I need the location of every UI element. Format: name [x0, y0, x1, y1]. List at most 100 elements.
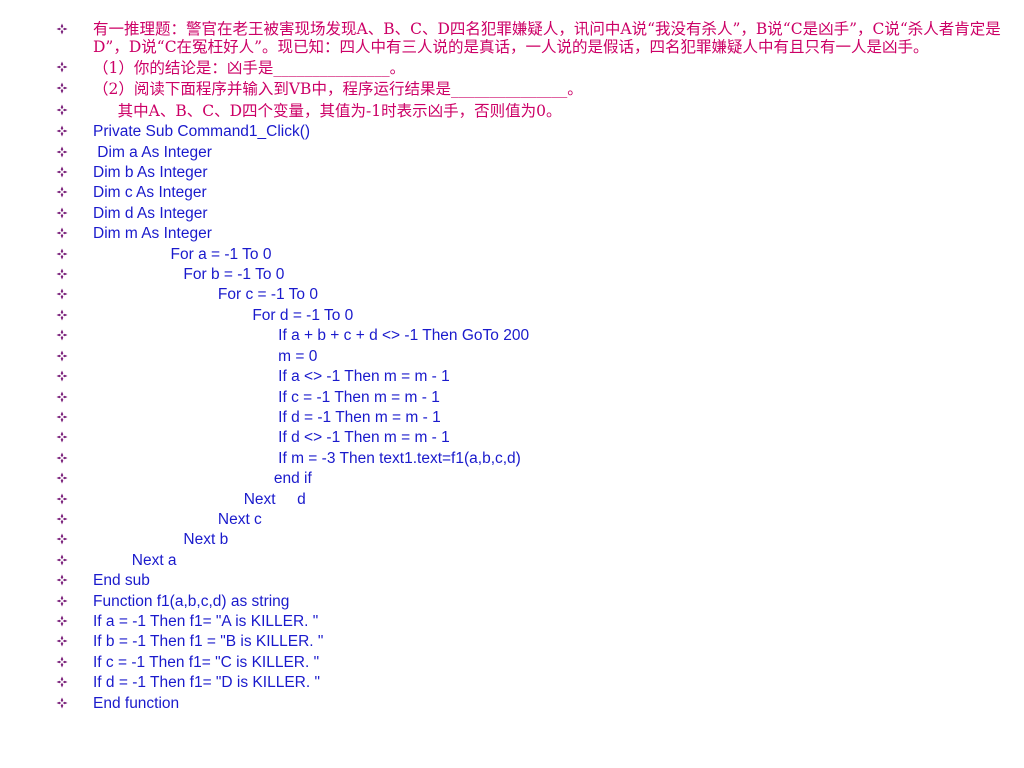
code-text: If m = -3 Then text1.text=f1(a,b,c,d) [93, 449, 521, 467]
code-line: If a = -1 Then f1= "A is KILLER. " [56, 612, 1006, 632]
diamond-four-petal-icon [56, 533, 68, 545]
code-text: If c = -1 Then m = m - 1 [93, 388, 440, 406]
code-text: End function [93, 694, 180, 712]
code-text: Dim b As Integer [93, 164, 208, 182]
diamond-four-petal-icon [56, 615, 68, 627]
code-text: Next b [93, 531, 229, 549]
diamond-four-petal-icon [56, 370, 68, 382]
code-text: Private Sub Command1_Click() [93, 123, 311, 141]
code-text: Next c [93, 510, 262, 528]
diamond-four-petal-icon [56, 554, 68, 566]
code-text: Dim c As Integer [93, 184, 207, 202]
question-text: （1）你的结论是：凶手是_______________。 [93, 59, 406, 77]
diamond-four-petal-icon [56, 146, 68, 158]
code-text: For b = -1 To 0 [93, 266, 285, 284]
code-text: For d = -1 To 0 [93, 306, 354, 324]
diamond-four-petal-icon [56, 268, 68, 280]
diamond-four-petal-icon [56, 431, 68, 443]
question-line: （2）阅读下面程序并输入到VB中，程序运行结果是_______________。 [56, 79, 1006, 100]
question-text: 有一推理题：警官在老王被害现场发现A、B、C、D四名犯罪嫌疑人，讯问中A说“我没… [93, 20, 1001, 56]
diamond-four-petal-icon [56, 125, 68, 137]
code-text: End sub [93, 572, 150, 590]
diamond-four-petal-icon [56, 82, 68, 94]
code-line: If c = -1 Then m = m - 1 [56, 388, 1006, 408]
question-line: 有一推理题：警官在老王被害现场发现A、B、C、D四名犯罪嫌疑人，讯问中A说“我没… [56, 20, 1006, 56]
bullet-list: 有一推理题：警官在老王被害现场发现A、B、C、D四名犯罪嫌疑人，讯问中A说“我没… [56, 20, 1006, 714]
code-line: Function f1(a,b,c,d) as string [56, 592, 1006, 612]
code-text: For c = -1 To 0 [93, 286, 318, 304]
code-line: For d = -1 To 0 [56, 306, 1006, 326]
code-text: Dim d As Integer [93, 204, 208, 222]
code-text: end if [93, 470, 312, 488]
diamond-four-petal-icon [56, 574, 68, 586]
code-line: End function [56, 694, 1006, 714]
diamond-four-petal-icon [56, 104, 68, 116]
diamond-four-petal-icon [56, 452, 68, 464]
code-line: Dim a As Integer [56, 143, 1006, 163]
code-text: If a = -1 Then f1= "A is KILLER. " [93, 612, 319, 630]
diamond-four-petal-icon [56, 227, 68, 239]
code-text: If c = -1 Then f1= "C is KILLER. " [93, 653, 320, 671]
diamond-four-petal-icon [56, 350, 68, 362]
code-line: Next a [56, 551, 1006, 571]
code-line: If c = -1 Then f1= "C is KILLER. " [56, 653, 1006, 673]
diamond-four-petal-icon [56, 676, 68, 688]
diamond-four-petal-icon [56, 493, 68, 505]
code-text: If d = -1 Then m = m - 1 [93, 408, 441, 426]
code-line: end if [56, 469, 1006, 489]
code-text: m = 0 [93, 347, 318, 365]
code-text: For a = -1 To 0 [93, 245, 272, 263]
code-text: If a <> -1 Then m = m - 1 [93, 368, 450, 386]
question-text: （2）阅读下面程序并输入到VB中，程序运行结果是_______________。 [93, 80, 583, 99]
diamond-four-petal-icon [56, 472, 68, 484]
diamond-four-petal-icon [56, 391, 68, 402]
question-line: （1）你的结论是：凶手是_______________。 [56, 58, 1006, 79]
code-text: Dim a As Integer [93, 143, 212, 161]
code-line: Next d [56, 490, 1006, 510]
diamond-four-petal-icon [56, 513, 68, 525]
code-line: Dim m As Integer [56, 224, 1006, 244]
diamond-four-petal-icon [56, 186, 68, 198]
code-text: If a + b + c + d <> -1 Then GoTo 200 [93, 327, 530, 345]
code-line: For c = -1 To 0 [56, 285, 1006, 305]
code-line: If a + b + c + d <> -1 Then GoTo 200 [56, 326, 1006, 346]
diamond-four-petal-icon [56, 697, 68, 709]
code-line: For b = -1 To 0 [56, 265, 1006, 285]
code-text: If d = -1 Then f1= "D is KILLER. " [93, 674, 320, 692]
diamond-four-petal-icon [56, 248, 68, 260]
code-line: If d = -1 Then m = m - 1 [56, 408, 1006, 428]
code-line: End sub [56, 571, 1006, 591]
code-line: If m = -3 Then text1.text=f1(a,b,c,d) [56, 449, 1006, 469]
code-line: Dim d As Integer [56, 204, 1006, 224]
diamond-four-petal-icon [56, 656, 68, 668]
code-line: m = 0 [56, 347, 1006, 367]
diamond-four-petal-icon [56, 61, 68, 73]
diamond-four-petal-icon [56, 635, 68, 647]
diamond-four-petal-icon [56, 595, 68, 607]
code-text: Next a [93, 551, 177, 569]
code-line: If d = -1 Then f1= "D is KILLER. " [56, 673, 1006, 693]
diamond-four-petal-icon [56, 23, 68, 35]
code-line: Next c [56, 510, 1006, 530]
code-line: Dim c As Integer [56, 183, 1006, 203]
code-line: If a <> -1 Then m = m - 1 [56, 367, 1006, 387]
diamond-four-petal-icon [56, 309, 68, 321]
question-text: 其中A、B、C、D四个变量，其值为-1时表示凶手，否则值为0。 [93, 101, 562, 120]
code-line: If d <> -1 Then m = m - 1 [56, 428, 1006, 448]
diamond-four-petal-icon [56, 166, 68, 178]
question-line: 其中A、B、C、D四个变量，其值为-1时表示凶手，否则值为0。 [56, 101, 1006, 122]
code-line: If b = -1 Then f1 = "B is KILLER. " [56, 632, 1006, 652]
code-line: Next b [56, 530, 1006, 550]
code-text: If d <> -1 Then m = m - 1 [93, 429, 450, 447]
diamond-four-petal-icon [56, 411, 68, 423]
code-line: Private Sub Command1_Click() [56, 122, 1006, 142]
diamond-four-petal-icon [56, 207, 68, 219]
diamond-four-petal-icon [56, 288, 68, 300]
code-line: For a = -1 To 0 [56, 245, 1006, 265]
code-line: Dim b As Integer [56, 163, 1006, 183]
code-text: Dim m As Integer [93, 225, 212, 243]
code-text: Function f1(a,b,c,d) as string [93, 592, 290, 610]
code-text: If b = -1 Then f1 = "B is KILLER. " [93, 633, 324, 651]
code-text: Next d [93, 490, 306, 508]
